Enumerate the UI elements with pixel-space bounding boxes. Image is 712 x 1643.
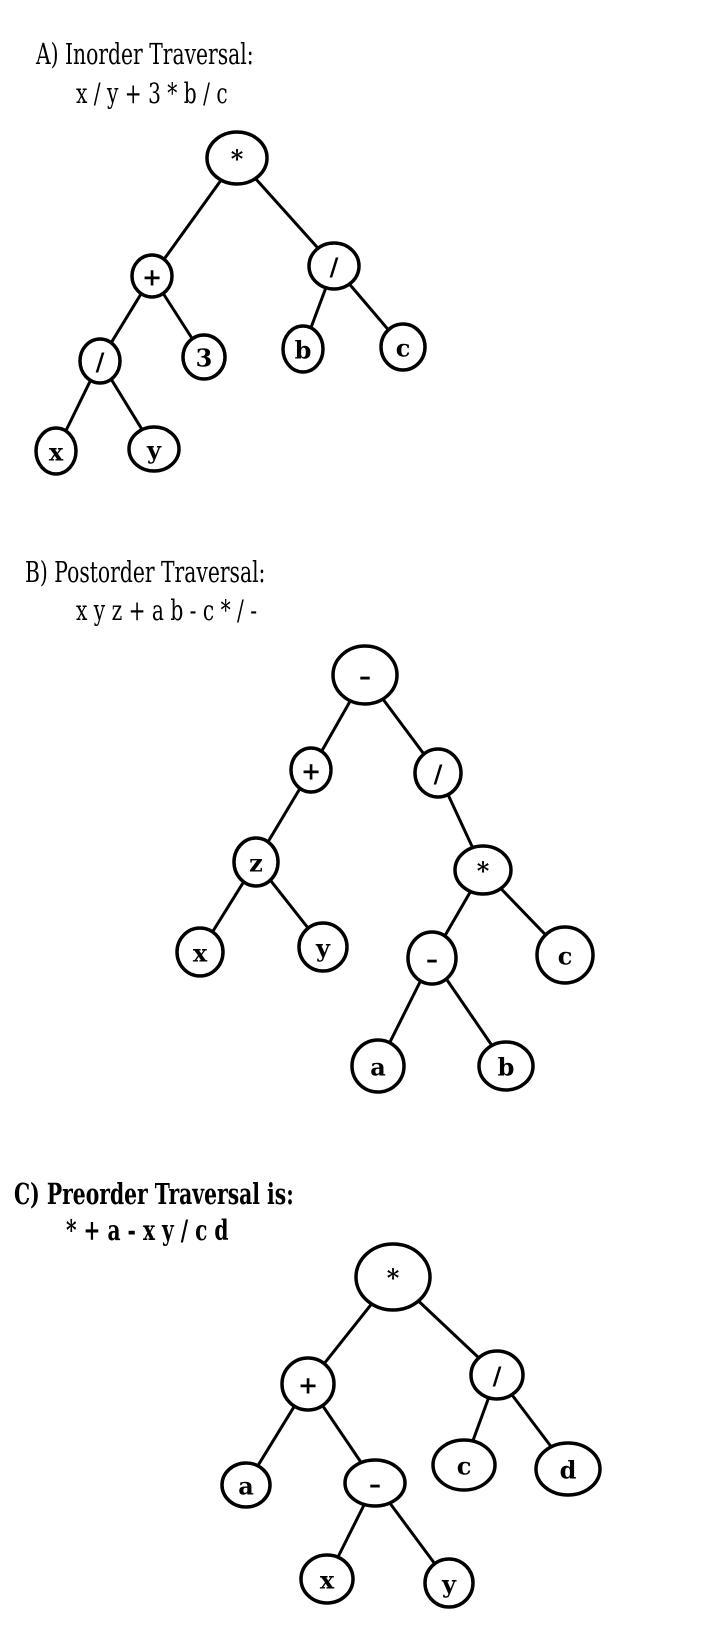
node-circle <box>469 1349 525 1401</box>
node-circle <box>307 241 361 291</box>
node-label: * <box>387 1264 400 1293</box>
tree-node: c <box>431 1438 497 1492</box>
tree-node: b <box>281 324 325 374</box>
node-label: c <box>558 942 573 971</box>
tree-node: y <box>423 1557 475 1609</box>
tree-node: a <box>220 1461 272 1509</box>
node-label: – <box>359 662 371 691</box>
node-label: z <box>249 849 263 878</box>
tree-node: – <box>331 644 399 706</box>
tree-node: * <box>354 1242 432 1312</box>
tree-c: * + / a – c d x y <box>220 1242 602 1609</box>
node-circle <box>406 930 458 986</box>
node-circle <box>423 1557 475 1609</box>
node-circle <box>289 746 333 794</box>
node-label: / <box>434 760 443 789</box>
tree-node: b <box>477 1040 535 1092</box>
node-label: / <box>330 253 339 282</box>
node-label: + <box>142 263 162 292</box>
node-label: + <box>298 1371 318 1400</box>
node-circle <box>232 836 280 888</box>
tree-node: a <box>350 1038 406 1094</box>
node-label: x <box>320 1566 335 1595</box>
node-label: b <box>498 1053 515 1082</box>
node-circle <box>343 1458 407 1508</box>
node-label: x <box>49 438 64 467</box>
node-circle <box>350 1038 406 1094</box>
node-circle <box>477 1040 535 1092</box>
tree-node: x <box>34 426 78 476</box>
node-label: / <box>96 348 105 377</box>
node-circle <box>379 322 427 372</box>
tree-b: – + / z * x y – c a b <box>175 644 595 1094</box>
tree-node: * <box>453 844 513 896</box>
node-label: y <box>441 1570 457 1599</box>
node-label: c <box>396 334 411 363</box>
tree-node: * <box>205 130 269 186</box>
section-b-heading: B) Postorder Traversal: <box>25 555 266 589</box>
tree-node: z <box>232 836 280 888</box>
node-circle <box>297 921 349 973</box>
tree-node: x <box>175 926 225 978</box>
node-label: y <box>146 436 162 465</box>
node-circle <box>534 1441 602 1497</box>
node-circle <box>127 425 181 473</box>
node-circle <box>78 337 122 385</box>
node-label: y <box>315 934 331 963</box>
node-circle <box>535 925 595 985</box>
node-circle <box>280 1356 336 1412</box>
node-label: a <box>370 1053 386 1082</box>
tree-node: / <box>469 1349 525 1401</box>
tree-node: + <box>130 253 174 299</box>
node-circle <box>431 1438 497 1492</box>
section-c-heading: C) Preorder Traversal is: <box>14 1177 294 1211</box>
tree-node: y <box>297 921 349 973</box>
node-circle <box>220 1461 272 1509</box>
node-label: x <box>193 939 208 968</box>
tree-node: / <box>78 337 122 385</box>
section-a-heading: A) Inorder Traversal: <box>36 37 254 71</box>
node-circle <box>34 426 78 476</box>
tree-node: d <box>534 1441 602 1497</box>
tree-node: – <box>343 1458 407 1508</box>
section-b-expression: x y z + a b - c * / - <box>76 594 258 627</box>
node-label: c <box>457 1452 472 1481</box>
tree-a: * + / / 3 b c x y <box>34 130 427 476</box>
node-label: d <box>560 1456 577 1485</box>
tree-node: + <box>289 746 333 794</box>
section-a-expression: x / y + 3 * b / c <box>76 77 228 110</box>
tree-node: c <box>379 322 427 372</box>
node-label: 3 <box>196 344 213 373</box>
node-circle <box>299 1553 355 1605</box>
tree-node: x <box>299 1553 355 1605</box>
tree-node: y <box>127 425 181 473</box>
node-circle <box>453 844 513 896</box>
node-label: * <box>231 145 244 174</box>
node-label: * <box>477 857 490 886</box>
node-circle <box>281 324 325 374</box>
tree-node: c <box>535 925 595 985</box>
tree-node: / <box>307 241 361 291</box>
node-circle <box>130 253 174 299</box>
node-circle <box>175 926 225 978</box>
tree-node: 3 <box>181 333 227 381</box>
node-circle <box>181 333 227 381</box>
section-c-expression: * + a - x y / c d <box>66 1214 229 1247</box>
tree-node: + <box>280 1356 336 1412</box>
tree-node: / <box>413 747 463 799</box>
node-label: / <box>493 1362 502 1391</box>
node-circle <box>331 644 399 706</box>
tree-node: – <box>406 930 458 986</box>
node-label: a <box>238 1472 254 1501</box>
node-label: b <box>295 336 312 365</box>
node-circle <box>354 1242 432 1312</box>
node-label: – <box>369 1470 381 1499</box>
node-label: – <box>426 945 438 974</box>
node-circle <box>413 747 463 799</box>
node-label: + <box>301 757 321 786</box>
node-circle <box>205 130 269 186</box>
